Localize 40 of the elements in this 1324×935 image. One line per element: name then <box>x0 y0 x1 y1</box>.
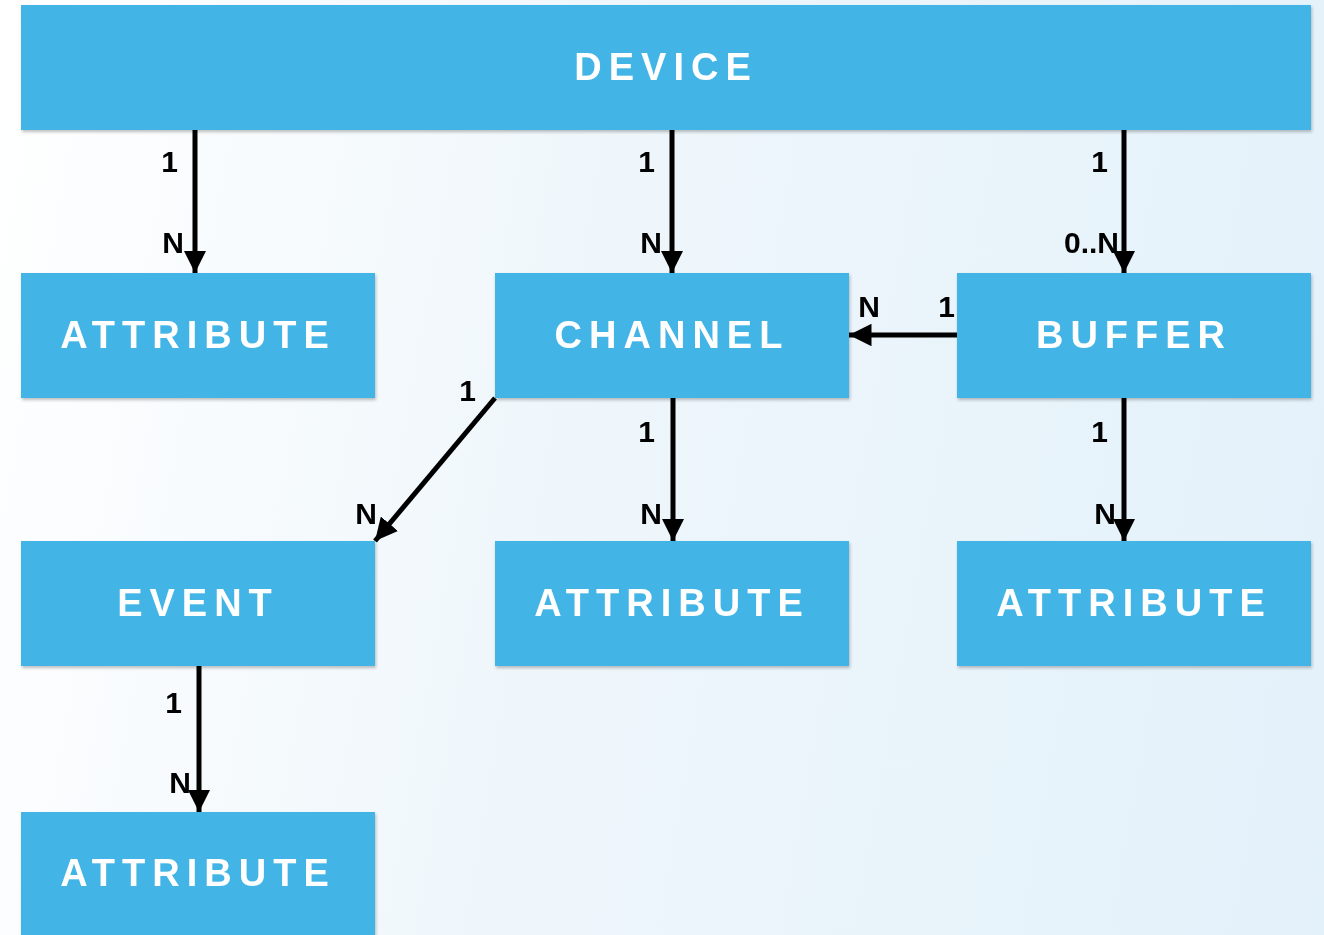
cardinality-label: 1 <box>938 290 955 324</box>
entity-name: EVENT <box>117 582 279 625</box>
entity-name: ATTRIBUTE <box>996 582 1272 625</box>
arrow <box>183 130 207 273</box>
cardinality-label: N <box>858 290 880 324</box>
entity-name: ATTRIBUTE <box>534 582 810 625</box>
cardinality-label: 1 <box>638 145 655 179</box>
cardinality-label: 1 <box>165 686 182 720</box>
cardinality-label: 0..N <box>1063 226 1119 260</box>
entity-box <box>21 541 375 666</box>
cardinality-label: 1 <box>459 374 476 408</box>
cardinality-label: N <box>1094 497 1116 531</box>
entity-box <box>957 541 1311 666</box>
cardinality-label: 1 <box>1091 415 1108 449</box>
entity-box <box>495 541 849 666</box>
arrow <box>1112 130 1136 273</box>
cardinality-label: N <box>355 497 377 531</box>
entity-box <box>957 273 1311 398</box>
cardinality-label: 1 <box>1091 145 1108 179</box>
cardinality-label: N <box>169 766 191 800</box>
arrow <box>660 130 684 273</box>
arrow <box>373 396 497 543</box>
entity-name: ATTRIBUTE <box>60 852 336 895</box>
entity-name: BUFFER <box>1035 314 1233 357</box>
arrow <box>1112 398 1136 541</box>
cardinality-label: N <box>162 226 184 260</box>
cardinality-label: 1 <box>638 415 655 449</box>
entity-box <box>495 273 849 398</box>
entity-name: ATTRIBUTE <box>60 314 336 357</box>
cardinality-label: N <box>640 497 662 531</box>
arrow <box>849 323 957 347</box>
entity-box <box>21 273 375 398</box>
entity-name: CHANNEL <box>554 314 790 357</box>
entity-box <box>21 812 375 935</box>
cardinality-label: 1 <box>161 145 178 179</box>
entity-name: DEVICE <box>574 46 758 89</box>
entity-box <box>21 5 1311 130</box>
arrow <box>661 398 685 541</box>
arrow <box>187 666 211 812</box>
cardinality-label: N <box>640 226 662 260</box>
